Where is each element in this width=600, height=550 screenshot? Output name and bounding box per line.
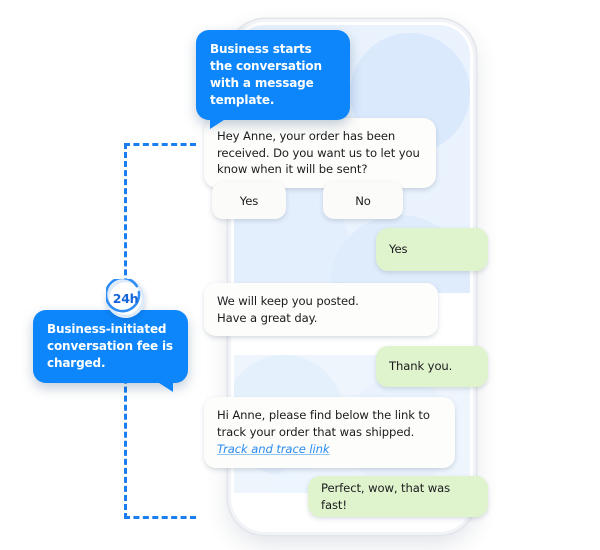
timer-badge-24h: 24h (106, 279, 145, 318)
callout-business-starts-conversation: Business starts the conversation with a … (196, 30, 350, 129)
chat-bubble-incoming-keep-posted: We will keep you posted. Have a great da… (204, 283, 438, 336)
phone-mockup (231, 22, 473, 532)
track-message-text: Hi Anne, please find below the link to t… (217, 408, 430, 439)
quick-reply-no-button[interactable]: No (323, 182, 403, 219)
chat-bubble-outgoing-yes: Yes (376, 228, 488, 271)
chat-bubble-incoming-order-received: Hey Anne, your order has been received. … (204, 118, 436, 188)
chat-bubble-incoming-track-link: Hi Anne, please find below the link to t… (204, 397, 455, 468)
callout-conversation-fee-charged: Business-initiated conversation fee is c… (33, 310, 188, 392)
chat-bubble-outgoing-perfect: Perfect, wow, that was fast! (308, 476, 488, 517)
quick-reply-yes-button[interactable]: Yes (212, 182, 286, 219)
timer-badge-label: 24h (112, 291, 139, 306)
track-and-trace-link[interactable]: Track and trace link (217, 442, 330, 456)
chat-bubble-outgoing-thank-you: Thank you. (376, 346, 488, 387)
